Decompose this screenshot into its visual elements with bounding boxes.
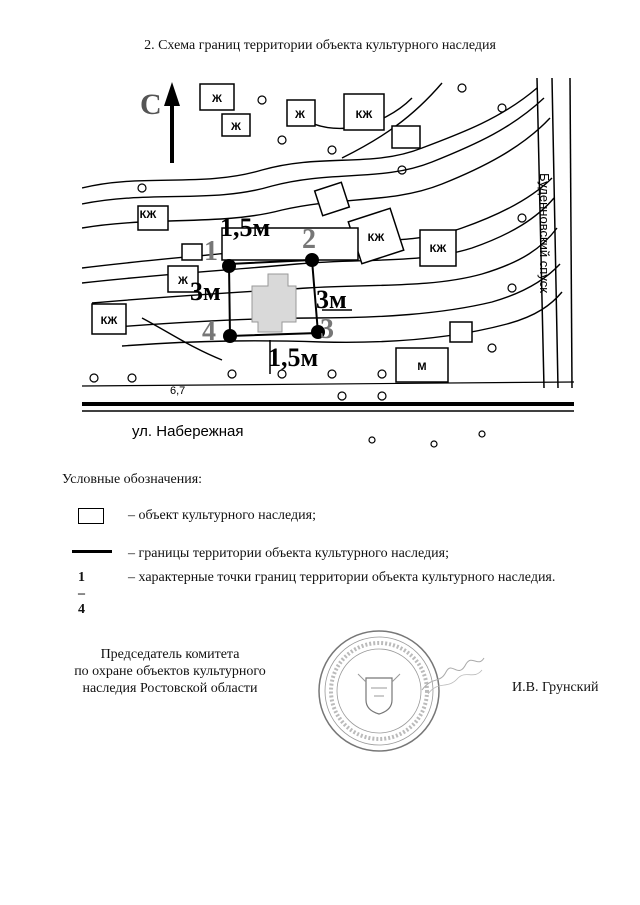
street-label: ул. Набережная [132,423,244,440]
legend-text: – границы территории объекта культурного… [128,546,449,561]
legend-line-symbol [72,550,112,553]
building-label: Ж [177,275,188,287]
building-label: КЖ [140,209,157,221]
point-label: 3 [320,314,334,345]
signatory-name: И.В. Грунский [512,680,599,695]
legend-text: – объект культурного наследия; [128,508,316,523]
official-seal [318,630,440,752]
building-label: КЖ [101,315,118,327]
building-label: Ж [211,93,222,105]
building-label: КЖ [430,243,447,255]
position-line: по охране объектов культурного [74,664,266,679]
dimension-top: 1,5м [220,213,270,242]
north-label: С [140,88,162,121]
point-label: 2 [302,224,316,255]
legend-box-symbol [78,508,104,524]
north-arrow: С [140,82,180,163]
point-label: 4 [202,316,216,347]
dimension-bottom: 1,5м [268,343,318,372]
heritage-object [251,273,297,333]
document-title: 2. Схема границ территории объекта культ… [144,38,496,53]
boundary-scheme-map: Буденновский спуск ул. Набережная 6,7 КЖ… [82,78,574,450]
legend-title: Условные обозначения: [62,472,203,487]
dimension-left: 3м [190,277,221,306]
legend-text: – характерные точки границ территории об… [128,570,556,585]
building-label: Ж [294,109,305,121]
building-label: КЖ [356,109,373,121]
position-line: Председатель комитета [100,647,240,662]
dimension-right: 3м [316,285,347,314]
handwritten-signature [421,657,485,695]
legend-points-symbol: 1 – 4 [78,570,85,617]
building-label: Ж [230,121,241,133]
position-line: наследия Ростовской области [82,681,258,696]
buildings [91,83,473,383]
building-label: М [417,361,426,373]
point-label: 1 [204,236,218,267]
building-label: КЖ [368,232,385,244]
signatory-position: Председатель комитета по охране объектов… [40,646,300,697]
elevation-label: 6,7 [170,385,185,397]
side-street-label: Буденновский спуск [537,173,552,293]
